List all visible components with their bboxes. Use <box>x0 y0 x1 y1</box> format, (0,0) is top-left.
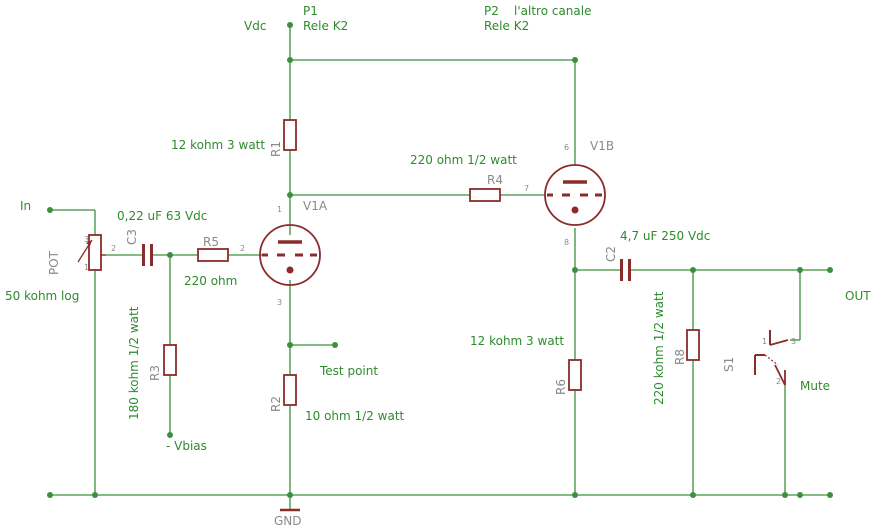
p1-label: P1 <box>303 4 318 18</box>
r8-value-label: 220 kohm 1/2 watt <box>652 291 666 405</box>
r5-value-label: 220 ohm <box>184 274 237 288</box>
r2-value-label: 10 ohm 1/2 watt <box>305 409 405 423</box>
c3-value-label: 0,22 uF 63 Vdc <box>117 209 207 223</box>
r3-value-label: 180 kohm 1/2 watt <box>127 306 141 420</box>
resistor-r5 <box>197 248 229 262</box>
pot-pin-2: 2 <box>111 244 116 253</box>
c2-value-label: 4,7 uF 250 Vdc <box>620 229 710 243</box>
junctions <box>47 22 833 498</box>
switch-s1 <box>754 330 789 386</box>
potentiometer-pot <box>77 234 106 271</box>
wires <box>50 25 830 510</box>
r8-designator: R8 <box>673 349 687 365</box>
pot-pin-1: 1 <box>84 263 89 272</box>
resistor-r8 <box>686 329 700 361</box>
p2-label: P2 <box>484 4 499 18</box>
c3-designator: C3 <box>125 229 139 245</box>
labels: Vdc P1 Rele K2 P2 l'altro canale Rele K2… <box>5 4 871 528</box>
resistor-r6 <box>568 359 582 391</box>
v1b-designator: V1B <box>590 139 614 153</box>
v1b-pin-8: 8 <box>564 238 569 247</box>
pot-value-label: 50 kohm log <box>5 289 79 303</box>
v1a-designator: V1A <box>303 199 328 213</box>
gnd-label: GND <box>274 514 302 528</box>
r6-designator: R6 <box>554 379 568 395</box>
capacitor-c2 <box>620 259 631 281</box>
out-label: OUT <box>845 289 871 303</box>
v1a-pin-2: 2 <box>240 244 245 253</box>
s1-pin-1: 1 <box>762 337 767 346</box>
p2-channel-label: l'altro canale <box>514 4 591 18</box>
r5-designator: R5 <box>203 235 219 249</box>
tube-v1a <box>259 224 321 286</box>
r4-designator: R4 <box>487 173 503 187</box>
p2-rele-label: Rele K2 <box>484 19 529 33</box>
test-point-label: Test point <box>319 364 378 378</box>
c2-designator: C2 <box>604 246 618 262</box>
v1a-pin-3: 3 <box>277 298 282 307</box>
s1-pin-2: 2 <box>776 377 781 386</box>
mute-label: Mute <box>800 379 830 393</box>
vbias-label: - Vbias <box>166 439 207 453</box>
resistor-r4 <box>469 188 501 202</box>
r1-value-label: 12 kohm 3 watt <box>171 138 265 152</box>
vdc-label: Vdc <box>244 19 266 33</box>
resistor-r1 <box>283 119 297 151</box>
resistor-r3 <box>163 344 177 376</box>
r4-value-label: 220 ohm 1/2 watt <box>410 153 517 167</box>
pin-numbers: 3 2 1 1 2 3 6 7 8 1 3 2 <box>84 143 796 386</box>
capacitor-c3 <box>142 244 153 266</box>
resistor-r2 <box>283 374 297 406</box>
s1-designator: S1 <box>722 357 736 372</box>
r1-designator: R1 <box>269 141 283 157</box>
pot-pin-3: 3 <box>84 235 89 244</box>
r6-value-label: 12 kohm 3 watt <box>470 334 564 348</box>
p1-rele-label: Rele K2 <box>303 19 348 33</box>
v1a-pin-1: 1 <box>277 205 282 214</box>
v1b-pin-6: 6 <box>564 143 569 152</box>
tube-v1b <box>544 164 606 226</box>
input-label: In <box>20 199 31 213</box>
s1-pin-3: 3 <box>791 337 796 346</box>
v1b-pin-7: 7 <box>524 184 529 193</box>
pot-designator: POT <box>47 250 61 275</box>
r3-designator: R3 <box>148 365 162 381</box>
r2-designator: R2 <box>269 396 283 412</box>
